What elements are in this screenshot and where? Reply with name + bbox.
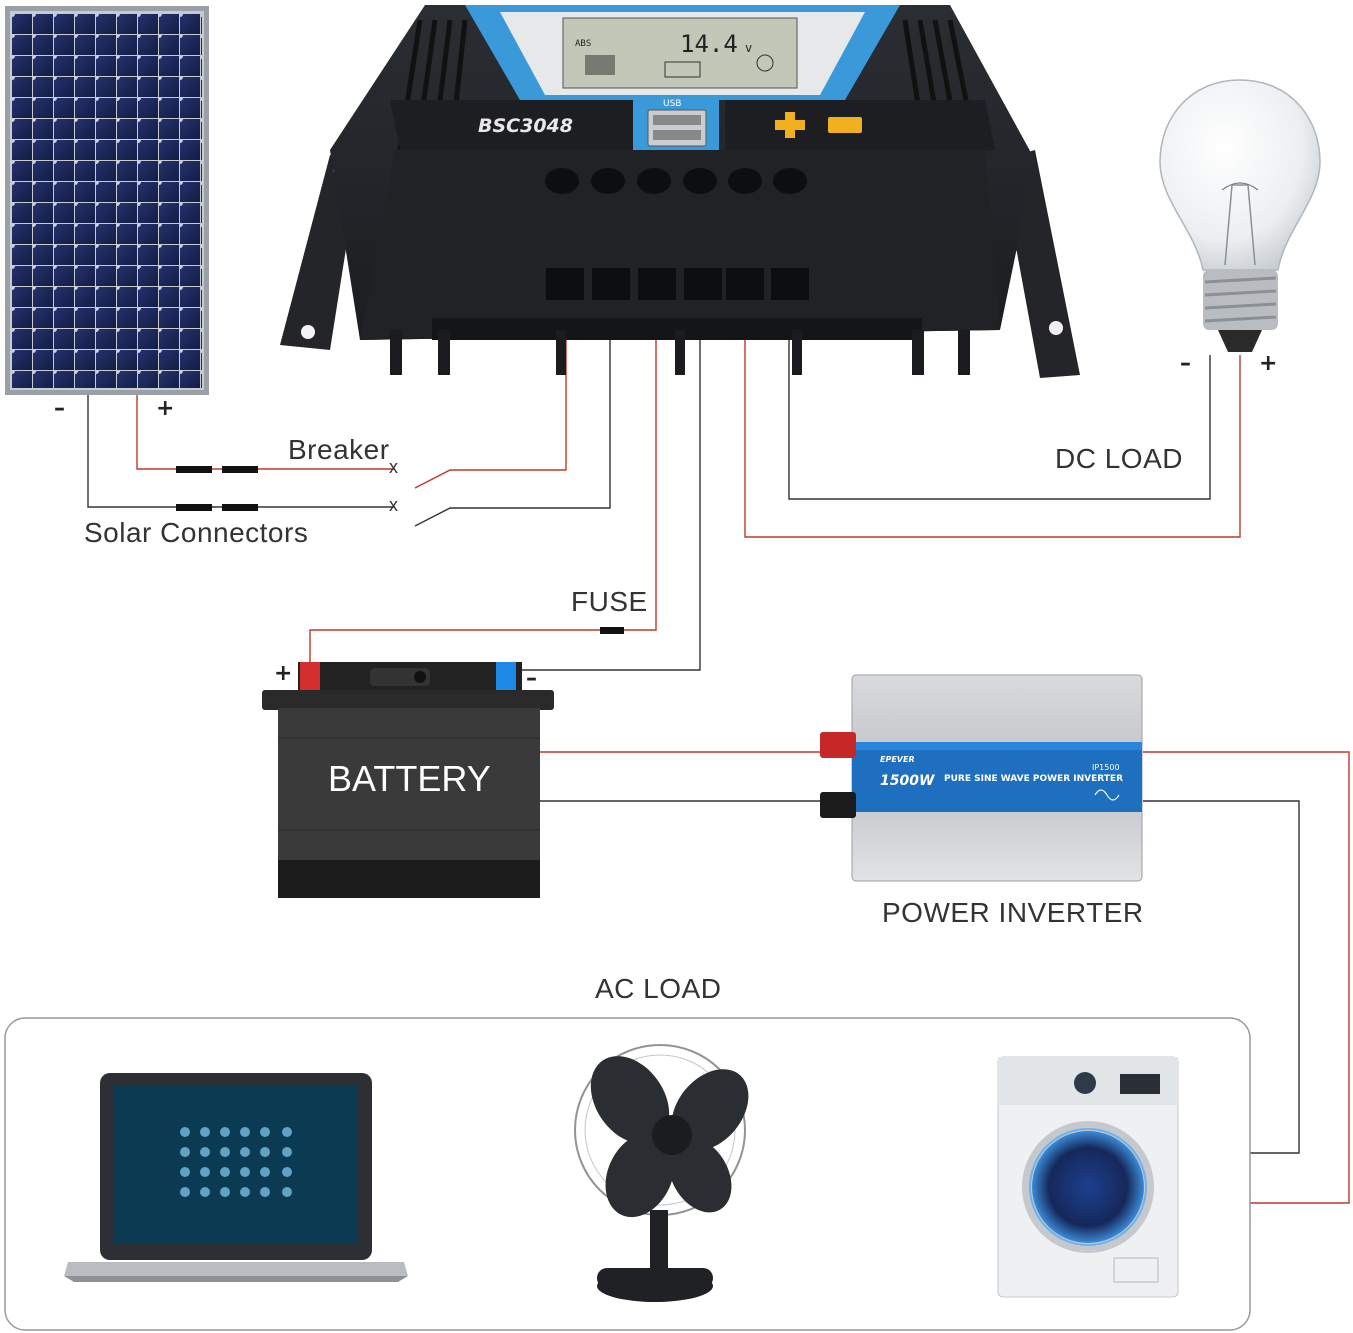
wire-dcload-positive [744, 282, 1241, 538]
solar-connectors [176, 466, 258, 511]
controller-model: BSC3048 [478, 115, 573, 137]
usb-label: USB [663, 99, 681, 109]
wire-battery-negative [520, 282, 701, 671]
solar-panel-icon [5, 6, 209, 395]
wire-solar-positive [136, 395, 395, 470]
breaker-open-mark-top: x [389, 457, 398, 477]
breaker-label: Breaker [288, 434, 390, 465]
battery-negative-sign: – [526, 666, 537, 691]
dc-load-label: DC LOAD [1055, 443, 1183, 474]
inverter-brand: EPEVER [880, 755, 915, 764]
light-bulb-icon [1159, 79, 1321, 352]
bulb-positive-sign: + [1259, 351, 1278, 376]
inverter-icon: EPEVER IP1500 1500W PURE SINE WAVE POWER… [820, 674, 1143, 882]
fan-icon [574, 1044, 749, 1302]
inverter-power: 1500W [880, 773, 935, 789]
power-inverter-label: POWER INVERTER [882, 897, 1144, 928]
solar-positive-sign: + [156, 396, 175, 421]
battery-positive-sign: + [274, 661, 293, 686]
lcd-reading: 14.4 [680, 30, 738, 58]
wire-inverter-ac-neutral [1143, 800, 1300, 1154]
fuse-label: FUSE [571, 586, 648, 617]
ac-load-label: AC LOAD [595, 973, 722, 1004]
solar-connectors-label: Solar Connectors [84, 517, 309, 548]
lcd-mode: ABS [575, 39, 591, 49]
wire-dcload-negative [788, 282, 1211, 500]
laptop-icon [64, 1073, 408, 1282]
ac-load-frame [4, 1017, 1251, 1331]
fuse [600, 627, 624, 634]
inverter-description: PURE SINE WAVE POWER INVERTER [944, 774, 1123, 784]
wire-battery-positive [309, 282, 657, 668]
wires [87, 282, 1350, 1204]
bulb-negative-sign: – [1180, 351, 1191, 376]
battery-label: BATTERY [328, 758, 491, 799]
lcd-unit: v [745, 41, 752, 55]
battery-icon [262, 662, 554, 898]
washing-machine-icon [997, 1056, 1179, 1298]
wire-solar-negative [87, 395, 395, 508]
wire-inverter-ac-live [1143, 751, 1350, 1204]
breaker-open-mark-bottom: x [389, 495, 398, 515]
charge-controller-icon: ABS 14.4 v BSC3048 USB [280, 5, 1080, 378]
inverter-model: IP1500 [1092, 763, 1120, 772]
wire-breaker-to-controller-positive [414, 282, 567, 489]
wire-breaker-to-controller-negative [414, 282, 611, 527]
solar-negative-sign: – [54, 396, 65, 421]
